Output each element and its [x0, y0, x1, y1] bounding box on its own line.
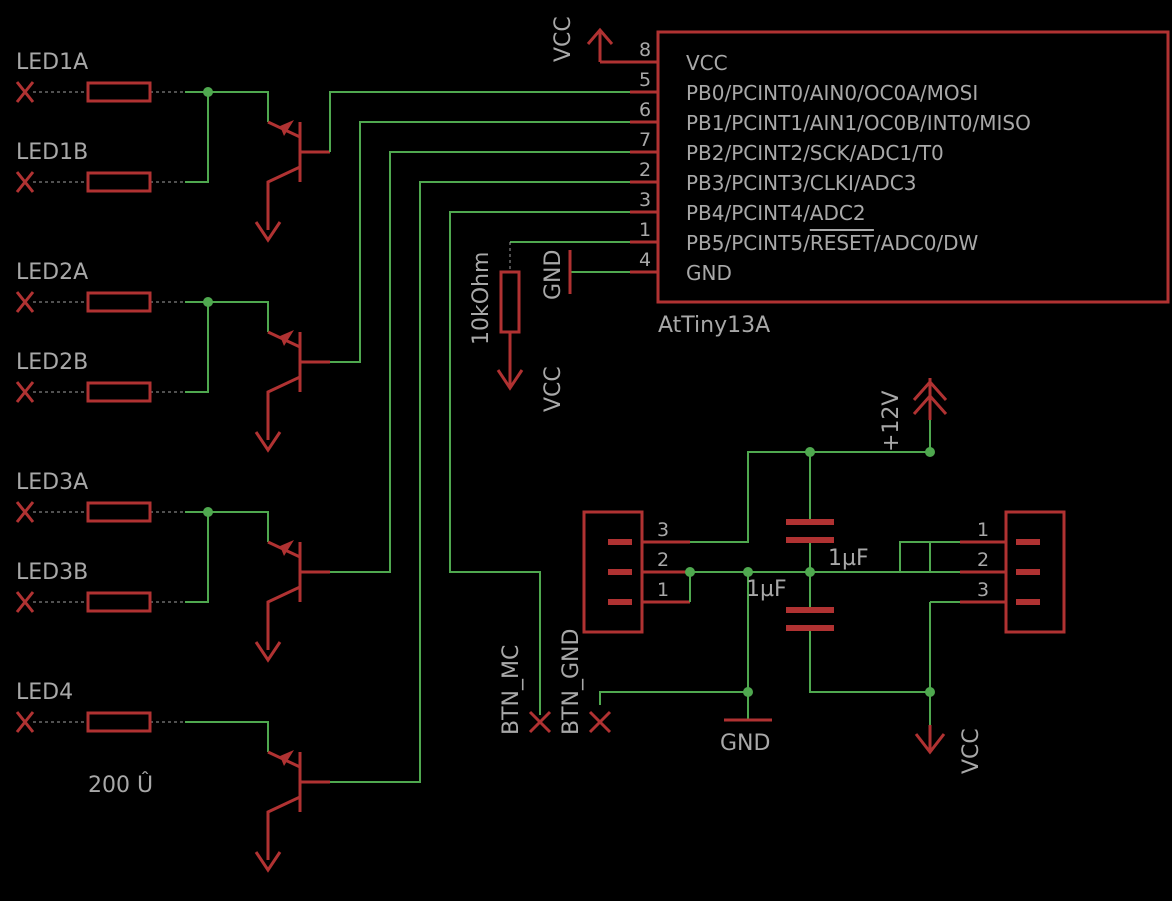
mcu-part-name: AtTiny13A — [658, 313, 770, 338]
led-resistors — [86, 81, 152, 733]
button-no-connect-markers — [528, 710, 612, 734]
mcu-vcc-supply: VCC — [551, 16, 630, 64]
v12-label: +12V — [879, 391, 904, 452]
net-label-led2a: LED2A — [16, 260, 88, 285]
mcu-pin-num: 6 — [639, 99, 651, 121]
gnd-bottom-label: GND — [720, 731, 770, 756]
pullup-resistor: 10kOhm VCC — [469, 242, 566, 412]
mcu-pin-num: 7 — [639, 129, 651, 151]
net-label-led1b: LED1B — [16, 140, 88, 165]
supply-vcc-bottom: VCC — [914, 725, 984, 774]
mcu-pin-name: PB4/PCINT4/ADC2 — [686, 201, 866, 225]
capacitor-value-lower: 1µF — [746, 577, 787, 602]
net-label-led4: LED4 — [16, 680, 73, 705]
mcu-pin-num: 3 — [639, 189, 651, 211]
mcu-pin-num: 8 — [639, 39, 651, 61]
mcu-pin-name: VCC — [686, 51, 728, 75]
btn-gnd-label: BTN_GND — [559, 629, 584, 735]
connector-left-pin: 1 — [657, 579, 669, 601]
driver-transistors — [254, 120, 330, 873]
connector-left: 3 2 1 — [582, 510, 690, 634]
connector-left-pin: 3 — [657, 519, 669, 541]
gnd-label: GND — [541, 250, 566, 300]
resistor-value-label: 200 Û — [88, 772, 153, 798]
gate-wires — [329, 91, 630, 783]
supply-gnd-bottom: GND — [720, 718, 772, 756]
capacitor-value-upper: 1µF — [828, 546, 869, 571]
mcu-gnd-supply: GND — [541, 250, 572, 300]
mcu-pin-name-reset: PB5/PCINT5/RESET/ADC0/DW — [686, 231, 979, 255]
connector-right-pin: 1 — [977, 519, 989, 541]
net-label-led1a: LED1A — [16, 50, 88, 75]
connector-right-pin: 3 — [977, 579, 989, 601]
mcu-pin-name: GND — [686, 261, 732, 285]
no-connect-markers — [15, 81, 35, 733]
pullup-vcc-label: VCC — [541, 366, 566, 412]
btn-mc-label: BTN_MC — [499, 645, 524, 735]
connector-right: 1 2 3 — [960, 510, 1066, 634]
mcu-pin-name: PB1/PCINT1/AIN1/OC0B/INT0/MISO — [686, 111, 1031, 135]
mcu-pin-name: PB3/PCINT3/CLKI/ADC3 — [686, 171, 916, 195]
mcu-attiny13a: 8 5 6 7 2 3 1 4 VCC PB0/PCINT0/AIN0/OC0A… — [630, 30, 1170, 338]
mcu-pin-name: PB2/PCINT2/SCK/ADC1/T0 — [686, 141, 944, 165]
mcu-pin-num: 2 — [639, 159, 651, 181]
mcu-pin-num: 1 — [639, 219, 651, 241]
connector-left-pin: 2 — [657, 549, 669, 571]
mcu-pin-num: 5 — [639, 69, 651, 91]
net-label-led3a: LED3A — [16, 470, 88, 495]
capacitors — [786, 519, 834, 631]
power-section: 3 2 1 1 2 3 — [499, 378, 1066, 774]
net-label-led2b: LED2B — [16, 350, 88, 375]
connector-right-pin: 2 — [977, 549, 989, 571]
net-label-led3b: LED3B — [16, 560, 88, 585]
mcu-pin-num: 4 — [639, 249, 651, 271]
supply-12v: +12V — [879, 378, 948, 452]
vcc-bottom-label: VCC — [959, 728, 984, 774]
led-driver-section: LED1A LED1B LED2A LED2B LED3A LED3B LED4… — [15, 50, 630, 873]
pullup-value: 10kOhm — [469, 252, 494, 345]
vcc-label: VCC — [551, 16, 576, 62]
mcu-pin-name: PB0/PCINT0/AIN0/OC0A/MOSI — [686, 81, 978, 105]
